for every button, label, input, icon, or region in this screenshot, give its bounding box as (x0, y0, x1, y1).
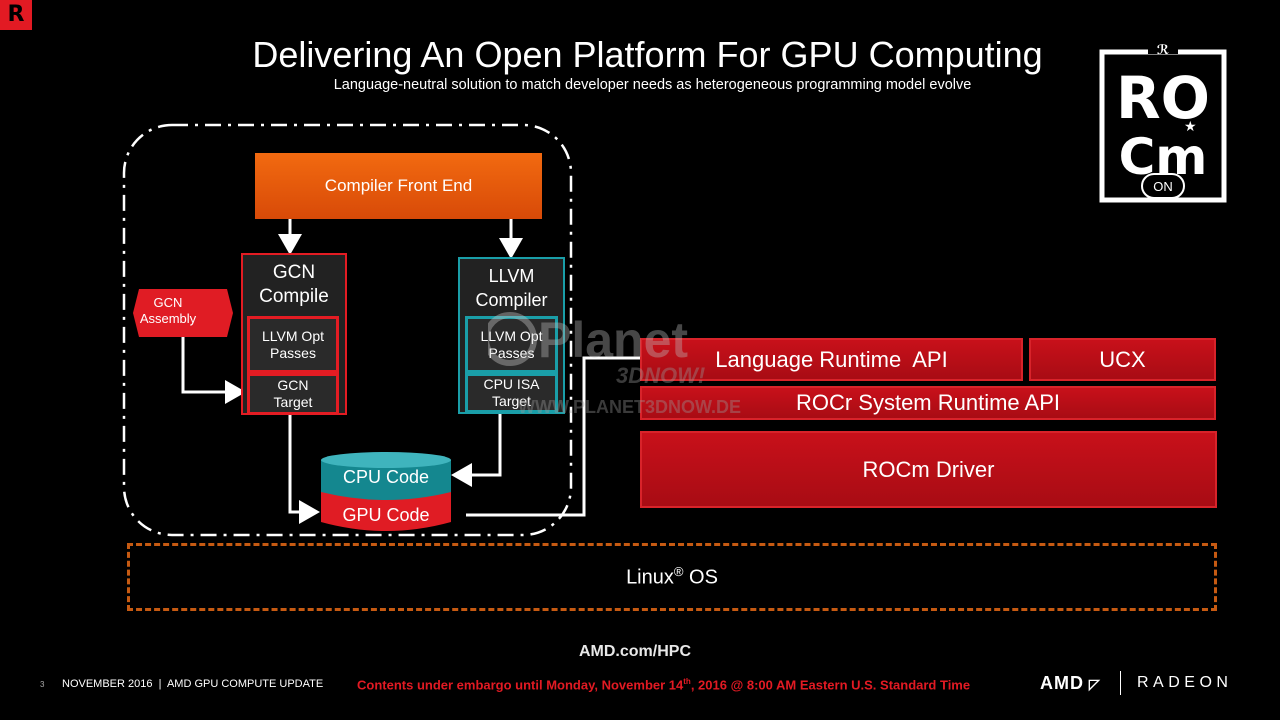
gcn-assembly-shape: GCN Assembly (133, 287, 233, 339)
footer-url[interactable]: AMD.com/HPC (578, 643, 691, 660)
compiler-front-end-label: Compiler Front End (324, 176, 473, 195)
rocm-driver: ROCm Driver (640, 431, 1217, 508)
gpu-code-label: GPU Code (342, 505, 430, 525)
slide-subtitle: Language-neutral solution to match devel… (333, 77, 972, 93)
slide-title: Delivering An Open Platform For GPU Comp… (252, 34, 1043, 75)
code-cylinders: CPU Code GPU Code (319, 452, 453, 536)
rocr-label: ROCr System Runtime API (795, 390, 1061, 415)
svg-text:ℛ: ℛ (1157, 43, 1169, 58)
linux-os-layer: Linux® OS (127, 543, 1217, 611)
llvm-opt-passes: LLVM Opt Passes (465, 316, 558, 373)
page-number: 3 (40, 680, 45, 689)
language-runtime-api-label: Language Runtime API (715, 346, 948, 372)
linux-os-label: Linux® OS (626, 564, 718, 589)
cpu-isa-target: CPU ISA Target (465, 373, 558, 413)
gcn-compile-label: GCN Compile (259, 262, 329, 307)
ucx-label: UCX (1099, 346, 1146, 372)
llvm-compiler-label: LLVM Compiler (475, 266, 548, 310)
gcn-target: GCN Target (247, 373, 339, 415)
embargo-notice: Contents under embargo until Monday, Nov… (357, 677, 971, 693)
rocm-logo-badge: ON (1153, 179, 1173, 194)
rocm-driver-label: ROCm Driver (862, 456, 995, 482)
gcn-llvm-opt-passes: LLVM Opt Passes (247, 316, 339, 373)
footer-divider (1120, 671, 1121, 695)
ucx-block: UCX (1029, 338, 1216, 381)
rocr-system-runtime-api: ROCr System Runtime API (640, 386, 1216, 420)
gcn-assembly-label: GCN Assembly (139, 295, 197, 326)
rocm-logo-line1: RO (1116, 64, 1210, 132)
cpu-code-label: CPU Code (342, 467, 430, 487)
compiler-front-end: Compiler Front End (255, 153, 542, 219)
radeon-logo: RADEON (1137, 674, 1233, 691)
rocm-on-logo: ℛ RO Cm ★ ON (1098, 40, 1228, 205)
footer-date-label: NOVEMBER 2016 | AMD GPU COMPUTE UPDATE (62, 678, 324, 690)
radeon-corner-logo: R (0, 0, 32, 30)
language-runtime-api: Language Runtime API (640, 338, 1023, 381)
svg-text:★: ★ (1184, 119, 1197, 135)
amd-logo: AMD ◸ (1040, 673, 1101, 693)
